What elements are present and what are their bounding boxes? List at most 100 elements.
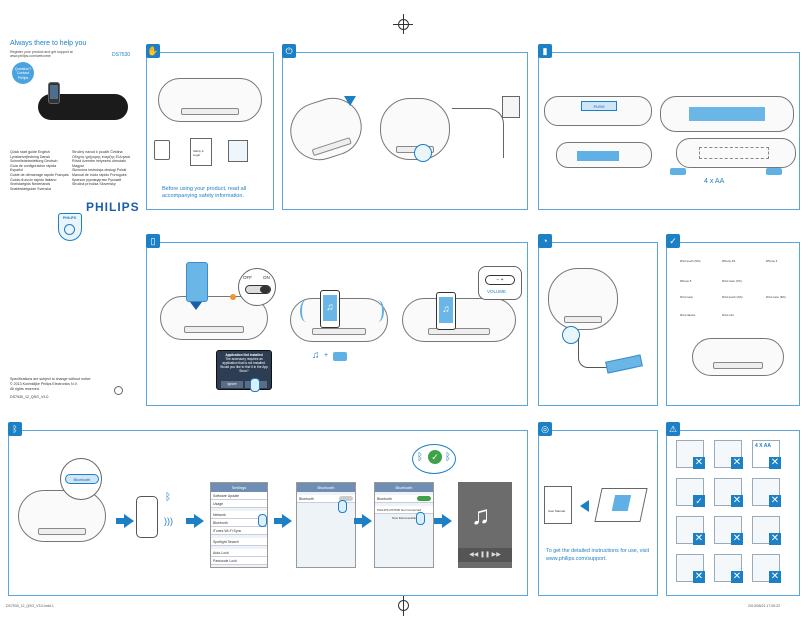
bt-button[interactable]: Bluetooth bbox=[65, 474, 99, 484]
dialog-ignore-button[interactable]: Ignore bbox=[221, 381, 243, 388]
settings-row[interactable]: Network bbox=[211, 511, 267, 519]
aux-jack-zoom bbox=[562, 326, 580, 344]
bt-step-arrow-2 bbox=[186, 514, 204, 528]
aux-cable bbox=[578, 338, 608, 368]
settings-row[interactable]: Software Update bbox=[211, 492, 267, 500]
charge-icon bbox=[333, 352, 347, 361]
panel-compatibility bbox=[666, 242, 800, 406]
power-adapter-illustration bbox=[154, 140, 170, 160]
bt-toggle-row-on[interactable]: Bluetooth bbox=[375, 495, 433, 503]
wall-socket-illustration bbox=[502, 96, 520, 118]
doc-code: DS7530_12_QSG_V3.0 bbox=[10, 395, 49, 399]
power-tab-icon: ⏻ bbox=[282, 44, 296, 58]
aux-tab-icon: ◔ bbox=[538, 234, 552, 248]
model-item: iPhone 4 bbox=[766, 259, 778, 263]
power-switch[interactable] bbox=[245, 285, 271, 294]
bt-step-arrow-4 bbox=[354, 514, 372, 528]
bt-device-row[interactable]: PHILIPS DS7530 Not Connected bbox=[375, 506, 433, 514]
bt-button-zoom: Bluetooth bbox=[60, 458, 102, 500]
tap-hand-icon bbox=[250, 378, 260, 392]
support-link[interactable]: www.philips.com/support. bbox=[546, 556, 607, 562]
online-text: To get the detailed instructions for use… bbox=[546, 548, 650, 554]
battery-count-label: 4 x AA bbox=[704, 178, 725, 185]
crop-mark-top-circle bbox=[398, 19, 409, 30]
tap-finger-icon-3 bbox=[416, 512, 425, 525]
battery-door-arrow bbox=[344, 96, 356, 106]
model-item: iPod nano (7th) bbox=[722, 279, 742, 283]
bt-toggle[interactable] bbox=[339, 496, 353, 501]
tap-finger-icon-1 bbox=[258, 514, 267, 527]
product-photo bbox=[34, 80, 130, 124]
model-item: iPod nano bbox=[680, 295, 694, 299]
settings-row[interactable]: iTunes Wi-Fi Sync bbox=[211, 527, 267, 535]
dock-speaker-3 bbox=[402, 298, 516, 342]
contact-badge: Question? Contact Philips bbox=[12, 62, 34, 84]
philips-wordmark: PHILIPS bbox=[86, 200, 140, 214]
model-item: iPhone 5 bbox=[680, 279, 692, 283]
user-manual-illustration: User Manual bbox=[544, 486, 572, 524]
online-arrow-left bbox=[580, 500, 589, 512]
app-dialog: Application Not Installed The accessory … bbox=[216, 350, 272, 390]
battery-cover-open bbox=[556, 142, 652, 168]
dock-tab-icon: ▯ bbox=[146, 234, 160, 248]
iphone-playing-3: ♫ bbox=[436, 292, 456, 330]
adapter-cable bbox=[452, 108, 504, 158]
footer-file: DS7530_12_QSG_V3.0.indd 1 bbox=[6, 604, 54, 608]
battery-tab-icon: ▮ bbox=[538, 44, 552, 58]
cover-page: Always there to help you Register your p… bbox=[8, 40, 132, 220]
bluetooth-tab-icon: ᛒ bbox=[8, 422, 22, 436]
bt-waves-icon: ))) bbox=[164, 516, 173, 526]
bt-step-arrow-5 bbox=[434, 514, 452, 528]
bt-step-arrow-1 bbox=[116, 514, 134, 528]
plus-icon: + bbox=[324, 352, 329, 359]
safety-card-illustration bbox=[228, 140, 248, 162]
music-note-icon: ♫ bbox=[312, 350, 320, 361]
iphone-playing-2: ♫ bbox=[320, 290, 340, 328]
speaker-illustration bbox=[158, 78, 262, 122]
compat-speaker bbox=[692, 338, 784, 376]
model-item: iPod touch (4th) bbox=[722, 295, 743, 299]
recycle-icon bbox=[114, 386, 123, 395]
tap-finger-icon-2 bbox=[338, 500, 347, 513]
iphone-docking bbox=[186, 262, 208, 302]
bt-toggle-on[interactable] bbox=[417, 496, 431, 501]
compat-tab-icon: ✓ bbox=[666, 234, 680, 248]
volume-button[interactable]: − + bbox=[485, 275, 515, 285]
model-item: iPod classic bbox=[680, 313, 696, 317]
safety-note: Before using your product, read all acco… bbox=[162, 186, 247, 199]
cover-tagline: Always there to help you bbox=[10, 40, 87, 47]
warning-grid: ✕ ✕ 4 X AA✕ ✓ ✕ ✕ ✕ ✕ ✕ ✕ ✕ ✕ bbox=[676, 440, 796, 592]
settings-row[interactable]: Auto-Lock bbox=[211, 549, 267, 557]
bt-step-arrow-3 bbox=[274, 514, 292, 528]
music-note-large-icon: ♫ bbox=[471, 500, 491, 530]
online-tab-icon: ◎ bbox=[538, 422, 552, 436]
bt-paired-screen: Bluetooth Bluetooth PHILIPS DS7530 Not C… bbox=[374, 482, 434, 568]
model-item: iPod touch (5th) bbox=[680, 259, 701, 263]
cover-register: Register your product and get support at bbox=[10, 50, 73, 54]
sound-waves-left bbox=[300, 300, 312, 322]
connected-check-icon: ✓ bbox=[428, 450, 442, 464]
dc-in-zoom bbox=[414, 144, 432, 162]
settings-row[interactable]: Spotlight Search bbox=[211, 538, 267, 546]
player-controls[interactable]: ◀◀ ❚❚ ▶▶ bbox=[458, 548, 512, 562]
dock-down-arrow bbox=[190, 302, 202, 310]
bluetooth-screen: Bluetooth Bluetooth bbox=[296, 482, 356, 568]
warning-tab-icon: ⚠ bbox=[666, 422, 680, 436]
aux-speaker-side bbox=[548, 268, 618, 330]
settings-row[interactable]: Passcode Lock bbox=[211, 557, 267, 565]
power-indicator-dot bbox=[230, 294, 236, 300]
music-player-screen: ♫ ◀◀ ❚❚ ▶▶ bbox=[458, 482, 512, 568]
settings-row[interactable]: Usage bbox=[211, 500, 267, 508]
battery-compartment bbox=[660, 96, 794, 132]
model-item: iPod nano (6th) bbox=[766, 295, 786, 299]
bt-toggle-row[interactable]: Bluetooth bbox=[297, 495, 355, 503]
pairing-bubble: ᛒ ✓ ᛒ bbox=[412, 444, 456, 474]
battery-cell-left bbox=[670, 168, 686, 175]
battery-compartment-bottom bbox=[676, 138, 796, 168]
model-item: iPhone 4S bbox=[722, 259, 736, 263]
off-on-zoom: OFF ON bbox=[238, 268, 276, 306]
settings-screen: Settings Software Update Usage Network B… bbox=[210, 482, 268, 568]
bt-iphone bbox=[136, 496, 158, 538]
